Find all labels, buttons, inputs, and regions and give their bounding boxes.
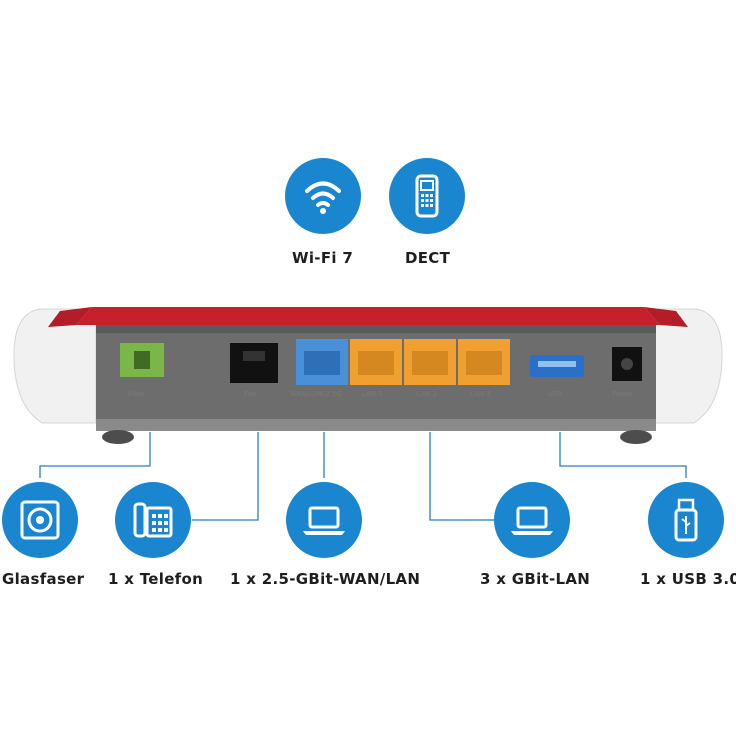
- router-top-band: [76, 307, 660, 325]
- usb-badge: [648, 482, 724, 558]
- wifi-badge: [285, 158, 361, 234]
- port-label-lan3: LAN 3: [470, 390, 491, 398]
- connector-usb: [559, 432, 687, 478]
- router-illustration: [13, 307, 723, 444]
- feature-label-telefon: 1 x Telefon: [108, 570, 204, 588]
- feature-label-usb: 1 x USB 3.0: [640, 570, 736, 588]
- feature-label-dect: DECT: [405, 249, 451, 267]
- fiber-socket-icon: [20, 500, 60, 540]
- fiber-badge: [2, 482, 78, 558]
- dect-badge: [389, 158, 465, 234]
- laptop-icon: [303, 506, 345, 535]
- port-label-power: Power: [612, 390, 634, 398]
- port-label-wan: WAN/LAN 2.5G: [290, 390, 342, 398]
- lan-badge: [494, 482, 570, 558]
- wan-badge: [286, 482, 362, 558]
- connector-lan: [429, 432, 496, 521]
- feature-label-wifi: Wi-Fi 7: [292, 249, 354, 267]
- dect-phone-icon: [415, 174, 439, 218]
- port-label-lan1: LAN 1: [362, 390, 383, 398]
- telephone-icon: [133, 502, 173, 538]
- feature-label-wan-lan: 1 x 2.5-GBit-WAN/LAN: [230, 570, 421, 588]
- telephone-badge: [115, 482, 191, 558]
- port-label-usb: USB: [548, 390, 563, 398]
- laptop-icon: [511, 506, 553, 535]
- connector-phone: [192, 432, 259, 521]
- connector-fiber: [39, 432, 151, 478]
- feature-label-gbit-lan: 3 x GBit-LAN: [480, 570, 591, 588]
- port-label-lan2: LAN 2: [416, 390, 437, 398]
- phone-port: [230, 343, 278, 383]
- usb-stick-icon: [674, 498, 698, 542]
- port-label-fon: Fon: [244, 390, 257, 398]
- port-label-fiber: Fiber: [128, 390, 146, 398]
- wifi-icon: [305, 181, 341, 214]
- feature-label-glasfaser: Glasfaser: [2, 570, 85, 588]
